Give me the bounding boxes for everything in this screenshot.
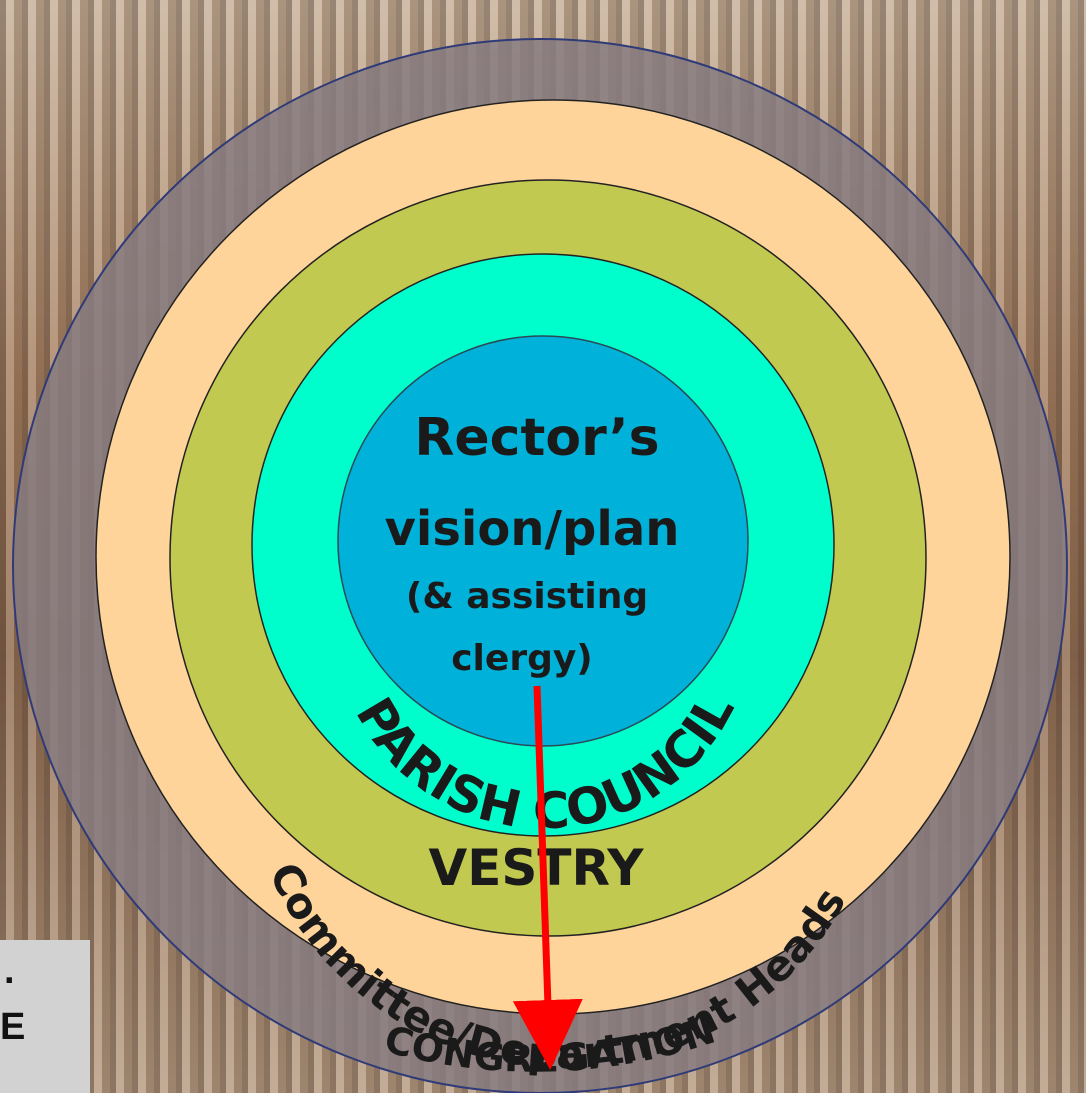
side-text-panel: . E <box>0 940 90 1093</box>
center-line-1: Rector’s <box>414 408 659 468</box>
center-line-3: (& assisting <box>406 576 648 617</box>
side-text-line-2: E <box>0 1006 26 1048</box>
direction-arrow <box>512 685 583 1070</box>
side-text-line-1: . <box>4 950 15 992</box>
center-line-4: clergy) <box>451 638 593 679</box>
center-line-2: vision/plan <box>385 501 680 557</box>
vestry-label: VESTRY <box>429 839 645 897</box>
ring-rector <box>337 335 749 747</box>
